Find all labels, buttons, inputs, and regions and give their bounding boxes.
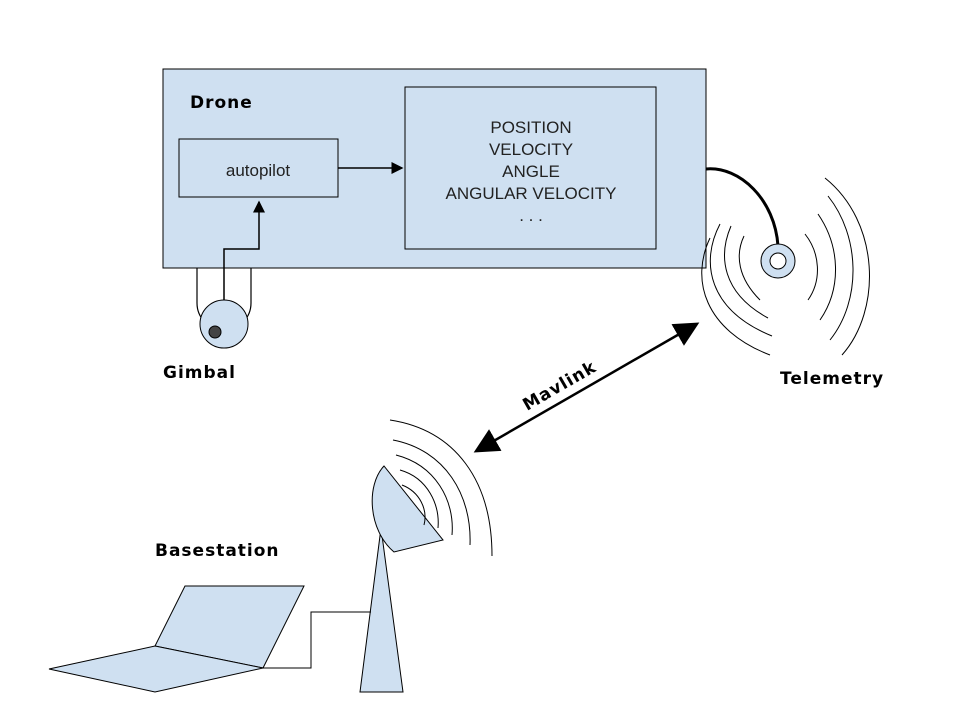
state-line: ANGLE <box>502 162 560 181</box>
state-line: . . . <box>519 206 543 225</box>
autopilot-label: autopilot <box>226 161 291 180</box>
state-line: ANGULAR VELOCITY <box>446 184 617 203</box>
telemetry-label: Telemetry <box>780 369 884 389</box>
laptop <box>48 585 371 693</box>
mavlink-link: Mavlink <box>473 322 700 453</box>
dish-tower <box>359 527 404 693</box>
drone-title: Drone <box>190 93 253 113</box>
gimbal-hub <box>208 325 222 339</box>
basestation-dish: Basestation <box>155 419 493 693</box>
dish <box>371 465 444 553</box>
laptop-cable <box>263 611 371 669</box>
state-line: VELOCITY <box>489 140 573 159</box>
gimbal-to-autopilot-arrow <box>223 200 265 300</box>
gimbal: Gimbal <box>163 200 265 383</box>
state-line: POSITION <box>490 118 571 137</box>
basestation-label: Basestation <box>155 541 280 561</box>
telemetry-inner <box>769 252 787 270</box>
telemetry-antenna: Telemetry <box>701 167 884 389</box>
gimbal-label: Gimbal <box>163 363 236 383</box>
mavlink-arrow <box>473 322 700 453</box>
gimbal-wheel <box>199 299 249 349</box>
autopilot-box: autopilot <box>178 138 339 198</box>
state-box: POSITION VELOCITY ANGLE ANGULAR VELOCITY… <box>404 86 657 250</box>
